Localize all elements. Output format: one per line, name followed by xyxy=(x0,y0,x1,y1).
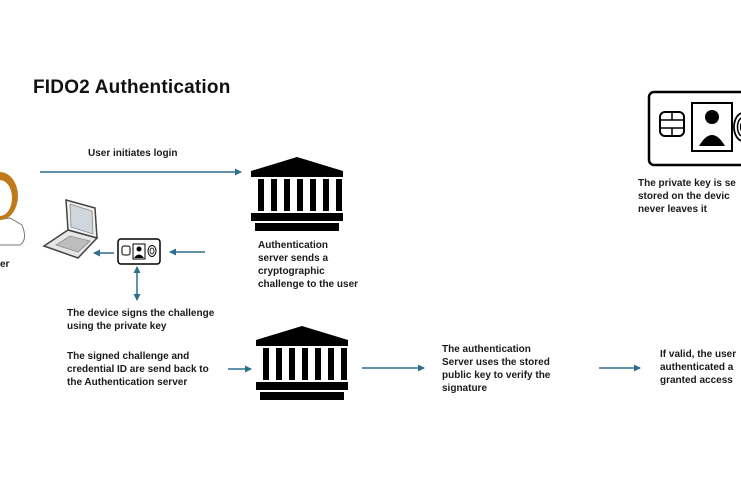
person-icon xyxy=(699,110,725,146)
chip-icon xyxy=(659,111,685,137)
label-signed-sent: The signed challenge and credential ID a… xyxy=(67,351,209,388)
user-label: er xyxy=(0,259,10,270)
laptop-icon xyxy=(42,198,99,259)
security-key-card-icon xyxy=(117,238,161,265)
label-private-key: The private key is se stored on the devi… xyxy=(638,178,736,215)
label-server-verifies: The authentication Server uses the store… xyxy=(442,344,551,394)
user-avatar-icon xyxy=(0,172,26,246)
label-user-initiates: User initiates login xyxy=(88,148,178,159)
bank-server-icon-2 xyxy=(256,326,348,400)
page-title: FIDO2 Authentication xyxy=(33,77,231,98)
bank-server-icon xyxy=(251,157,343,231)
security-key-card-large-icon xyxy=(647,90,741,167)
label-device-signs: The device signs the challenge using the… xyxy=(67,308,215,332)
label-server-sends: Authentication server sends a cryptograp… xyxy=(258,240,359,290)
label-if-valid: If valid, the user authenticated a grant… xyxy=(660,349,737,386)
